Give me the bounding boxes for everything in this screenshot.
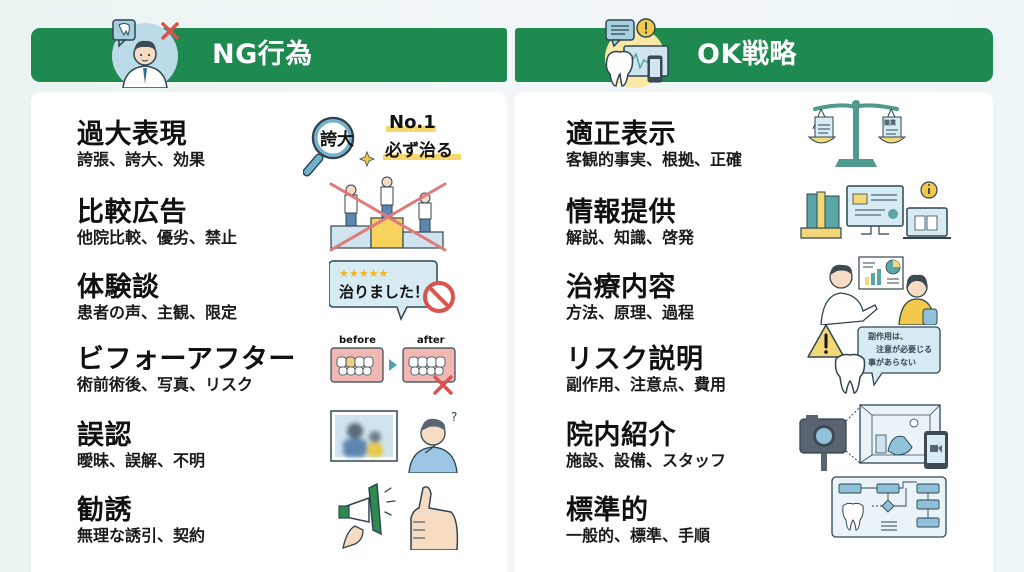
svg-text:before: before (339, 335, 376, 346)
ok-item-risk: リスク説明 副作用、注意点、費用 副作用は、 注意が必要じる 事があらない (515, 324, 993, 411)
item-subtitle: 他院比較、優劣、禁止 (77, 228, 238, 247)
ok-item-information: 情報提供 解説、知識、啓発 (515, 181, 993, 264)
item-title: 治療内容 (566, 272, 676, 303)
item-subtitle: 無理な誘引、契約 (77, 526, 206, 545)
ng-item-testimonial: 体験談 患者の声、主観、限定 ★★★★★ 治りました！ (31, 260, 507, 339)
svg-text:治りました！: 治りました！ (339, 283, 429, 301)
ng-item-exaggeration: 過大表現 誇張、誇大、効果 誇大 No.1 必ず治る (31, 112, 507, 186)
item-subtitle: 解説、知識、啓発 (566, 228, 695, 247)
ng-item-misleading: 誤認 曖昧、誤解、不明 ? (31, 410, 507, 487)
item-title: 比較広告 (77, 197, 187, 228)
item-subtitle: 患者の声、主観、限定 (77, 303, 238, 322)
ng-item-solicitation: 勧誘 無理な誘引、契約 (31, 482, 507, 562)
item-subtitle: 副作用、注意点、費用 (566, 375, 727, 394)
svg-text:副作用は、: 副作用は、 (868, 331, 908, 341)
books-monitor-laptop-icon (797, 180, 953, 250)
magnifier-exaggeration-icon: 誇大 No.1 必ず治る (302, 106, 463, 182)
item-title: ビフォーアフター (77, 344, 296, 375)
item-subtitle: 術前術後、写真、リスク (77, 375, 254, 394)
ng-card: 過大表現 誇張、誇大、効果 誇大 No.1 必ず治る 比較広告 (31, 92, 507, 572)
item-title: 過大表現 (77, 119, 187, 150)
ng-header-bar: NG行為 (31, 28, 507, 82)
ok-header-title: OK戦略 (697, 39, 797, 70)
item-subtitle: 施設、設備、スタッフ (566, 451, 727, 470)
item-title: 院内紹介 (566, 420, 676, 451)
blurry-photo-confused-person-icon: ? (329, 405, 469, 477)
svg-text:誇大: 誇大 (320, 129, 354, 150)
before-after-teeth-icon: before after (329, 333, 469, 407)
item-subtitle: 客観的事実、根拠、正確 (566, 150, 743, 169)
ok-item-treatment: 治療内容 方法、原理、過程 (515, 256, 993, 339)
ok-item-clinic-intro: 院内紹介 施設、設備、スタッフ (515, 404, 993, 487)
svg-text:★★★★★: ★★★★★ (339, 267, 388, 280)
item-subtitle: 方法、原理、過程 (566, 303, 695, 322)
warning-tooth-bubble-icon: 副作用は、 注意が必要じる 事があらない (806, 323, 942, 401)
svg-text:注意が必要じる: 注意が必要じる (876, 344, 932, 354)
item-title: 標準的 (566, 495, 649, 526)
item-title: 体験談 (77, 272, 160, 303)
ok-item-proper-display: 適正表示 客観的事実、根拠、正確 競業 (515, 100, 993, 186)
svg-text:No.1: No.1 (389, 112, 436, 133)
podium-crossed-out-icon (327, 174, 451, 258)
ng-item-before-after: ビフォーアフター 術前術後、写真、リスク before after (31, 335, 507, 411)
balance-scale-documents-icon: 競業 (805, 95, 915, 175)
item-title: 誤認 (77, 420, 132, 451)
ok-panel: OK戦略 適正表示 客観的事実、根拠、正確 (515, 0, 993, 572)
ok-item-standard: 標準的 一般的、標準、手順 (515, 476, 993, 562)
item-title: 勧誘 (77, 495, 132, 526)
svg-text:?: ? (451, 410, 457, 424)
item-title: 情報提供 (566, 197, 676, 228)
item-subtitle: 曖昧、誤解、不明 (77, 451, 206, 470)
doctor-explaining-chart-icon (819, 255, 939, 329)
doctor-with-tooth-and-cross-icon (109, 16, 189, 89)
ng-header-title: NG行為 (212, 39, 313, 70)
svg-text:競業: 競業 (884, 119, 897, 127)
svg-text:事があらない: 事があらない (868, 357, 916, 367)
ok-card: 適正表示 客観的事実、根拠、正確 競業 (515, 92, 993, 572)
camera-clinic-room-phone-icon (796, 401, 952, 477)
ng-item-comparison-ad: 比較広告 他院比較、優劣、禁止 (31, 176, 507, 264)
item-subtitle: 一般的、標準、手順 (566, 526, 711, 545)
ok-header-bar: OK戦略 (515, 28, 993, 82)
item-subtitle: 誇張、誇大、効果 (77, 150, 206, 169)
flowchart-tooth-icon (831, 476, 947, 544)
review-bubble-prohibited-icon: ★★★★★ 治りました！ (328, 257, 459, 327)
megaphone-thumbs-up-icon (333, 474, 463, 554)
item-title: 適正表示 (566, 119, 676, 150)
tooth-monitor-phone-icon (600, 16, 680, 88)
svg-text:必ず治る: 必ず治る (384, 140, 453, 161)
item-title: リスク説明 (566, 344, 704, 375)
ng-panel: NG行為 過大表現 誇張、誇大、効果 (31, 0, 507, 572)
svg-text:after: after (417, 335, 445, 346)
